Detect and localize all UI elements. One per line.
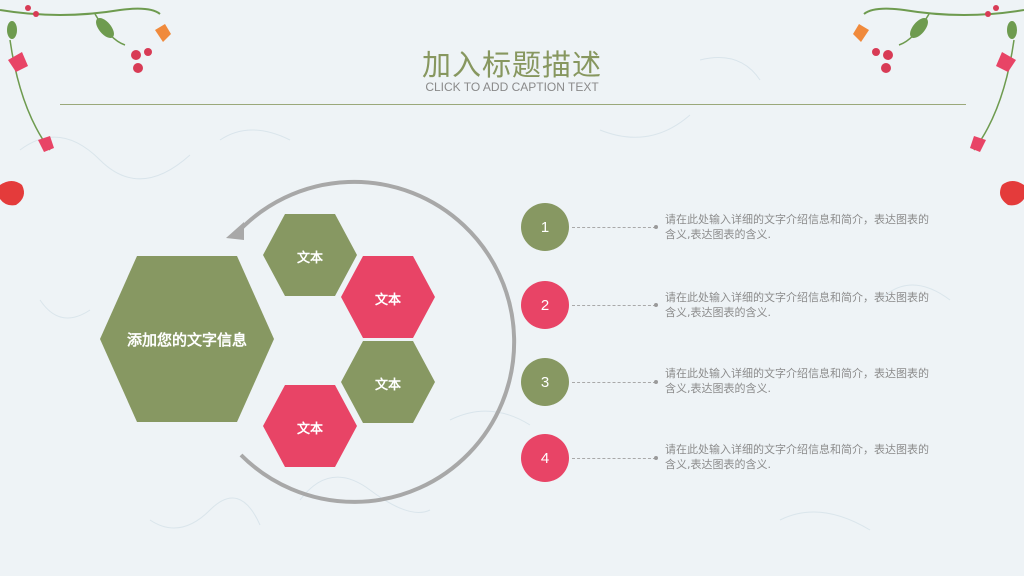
list-number-4: 4: [521, 434, 569, 482]
list-number-3: 3: [521, 358, 569, 406]
hexagon-2: [341, 256, 435, 338]
connector-dot: [654, 225, 658, 229]
list-number-2: 2: [521, 281, 569, 329]
hexagon-1: [263, 214, 357, 296]
dashed-connector: [572, 458, 656, 459]
hexagon-2-label: 文本: [374, 293, 401, 308]
hexagon-4: [263, 385, 357, 467]
connector-dot: [654, 303, 658, 307]
connector-dot: [654, 456, 658, 460]
dashed-connector: [572, 227, 656, 228]
hexagon-3: [341, 341, 435, 423]
list-number-1: 1: [521, 203, 569, 251]
dashed-connector: [572, 305, 656, 306]
connector-dot: [654, 380, 658, 384]
circular-arrow-arc: [234, 179, 517, 504]
main-hexagon-label: 添加您的文字信息: [126, 331, 247, 349]
list-item-text-3: 请在此处输入详细的文字介绍信息和简介，表达图表的含义,表达图表的含义.: [665, 367, 929, 395]
title-divider: [60, 104, 966, 105]
flower-decoration-top-left: [0, 5, 171, 206]
list-item-text-1: 请在此处输入详细的文字介绍信息和简介，表达图表的含义,表达图表的含义.: [665, 213, 929, 241]
hexagon-4-label: 文本: [296, 422, 323, 437]
dashed-connector: [572, 382, 656, 383]
circular-arrow-head: [226, 222, 244, 240]
flower-decoration-top-right: [853, 5, 1024, 206]
main-hexagon: [100, 256, 274, 422]
hexagon-1-label: 文本: [296, 251, 323, 266]
list-item-text-2: 请在此处输入详细的文字介绍信息和简介，表达图表的含义,表达图表的含义.: [665, 291, 929, 319]
page-subtitle: CLICK TO ADD CAPTION TEXT: [425, 80, 599, 94]
hexagon-3-label: 文本: [374, 378, 401, 393]
list-item-text-4: 请在此处输入详细的文字介绍信息和简介，表达图表的含义,表达图表的含义.: [665, 443, 929, 471]
page-title: 加入标题描述: [421, 48, 602, 82]
